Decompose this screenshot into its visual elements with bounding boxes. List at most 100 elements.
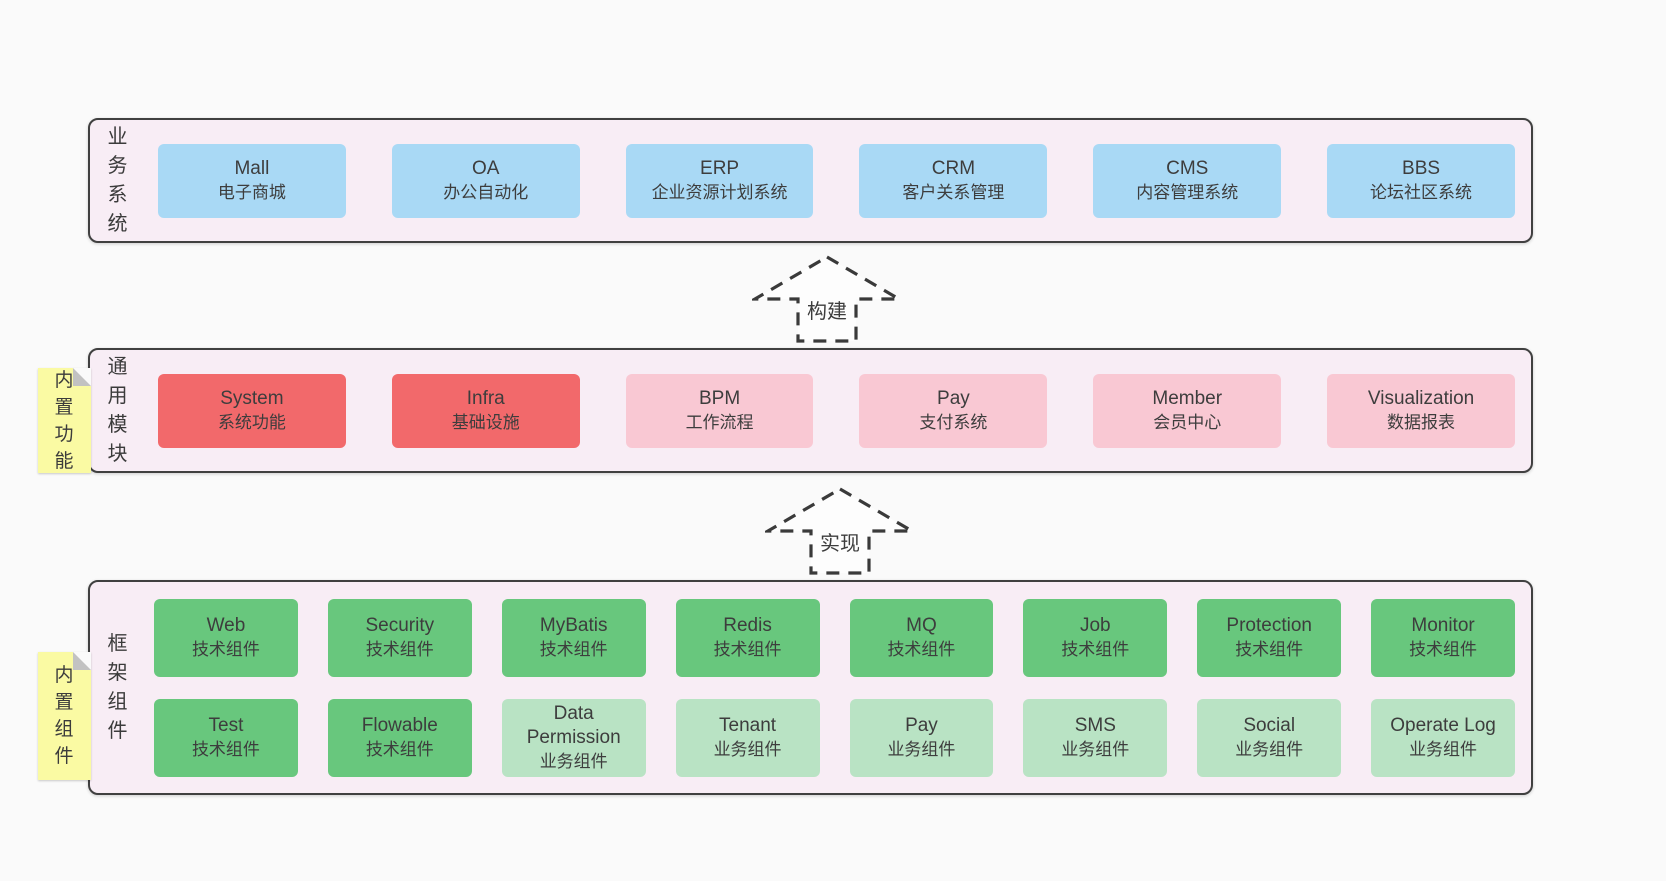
box-bbs-en: BBS <box>1402 158 1441 179</box>
box-oa-zh: 办公自动化 <box>443 183 529 202</box>
box-mall-zh: 电子商城 <box>217 183 286 202</box>
box-test-zh: 技术组件 <box>191 740 260 759</box>
box-erp-en: ERP <box>700 158 740 179</box>
box-protection-en: Protection <box>1226 615 1312 636</box>
box-monitor: Monitor 技术组件 <box>1371 598 1515 677</box>
box-web-en: Web <box>206 615 246 636</box>
box-oa: OA 办公自动化 <box>391 143 580 218</box>
box-security-en: Security <box>365 615 435 636</box>
box-erp-zh: 企业资源计划系统 <box>651 183 788 202</box>
box-cms-zh: 内容管理系统 <box>1136 183 1239 202</box>
box-pay-module-zh: 支付系统 <box>919 413 988 432</box>
box-redis-zh: 技术组件 <box>713 640 782 659</box>
box-test-en: Test <box>208 715 244 736</box>
box-job-en: Job <box>1079 615 1111 636</box>
box-pay-component-zh: 业务组件 <box>887 740 956 759</box>
sticky-tab-built-in-components-label: 内置组件 <box>54 665 75 767</box>
box-monitor-zh: 技术组件 <box>1409 640 1478 659</box>
box-web-zh: 技术组件 <box>191 640 260 659</box>
folded-corner-icon <box>73 652 91 670</box>
box-security-zh: 技术组件 <box>365 640 434 659</box>
box-pay-module-en: Pay <box>937 388 970 409</box>
box-bbs: BBS 论坛社区系统 <box>1327 143 1515 218</box>
box-visualization-zh: 数据报表 <box>1387 413 1456 432</box>
box-crm: CRM 客户关系管理 <box>859 143 1048 218</box>
box-cms-en: CMS <box>1166 158 1209 179</box>
box-operate-log: Operate Log 业务组件 <box>1371 698 1515 777</box>
box-job-zh: 技术组件 <box>1061 640 1130 659</box>
box-infra: Infra 基础设施 <box>391 373 580 448</box>
box-sms-zh: 业务组件 <box>1061 740 1130 759</box>
box-bbs-zh: 论坛社区系统 <box>1370 183 1473 202</box>
box-social: Social 业务组件 <box>1197 698 1342 777</box>
band-common-modules: 通用模块 System 系统功能 Infra 基础设施 BPM 工作流程 Pay… <box>88 348 1533 473</box>
box-data-permission: Data Permission 业务组件 <box>501 698 646 777</box>
box-crm-en: CRM <box>931 158 976 179</box>
box-mq-zh: 技术组件 <box>887 640 956 659</box>
box-mq: MQ 技术组件 <box>849 598 994 677</box>
box-operate-log-zh: 业务组件 <box>1409 740 1478 759</box>
folded-corner-icon <box>73 368 91 386</box>
box-tenant-zh: 业务组件 <box>713 740 782 759</box>
band-common-modules-label: 通用模块 <box>107 355 129 465</box>
sticky-tab-built-in-features-label: 内置功能 <box>54 369 75 472</box>
box-flowable-zh: 技术组件 <box>365 740 434 759</box>
box-system: System 系统功能 <box>158 373 346 448</box>
box-cms: CMS 内容管理系统 <box>1093 143 1282 218</box>
box-web: Web 技术组件 <box>154 598 298 677</box>
band-business-systems-label: 业务系统 <box>107 125 129 235</box>
box-erp: ERP 企业资源计划系统 <box>625 143 814 218</box>
box-member-zh: 会员中心 <box>1153 413 1222 432</box>
box-operate-log-en: Operate Log <box>1390 715 1496 736</box>
box-mq-en: MQ <box>906 615 937 636</box>
box-mall: Mall 电子商城 <box>158 143 346 218</box>
build-arrow-label: 构建 <box>807 300 847 323</box>
box-visualization: Visualization 数据报表 <box>1327 373 1515 448</box>
box-data-permission-zh: 业务组件 <box>539 752 608 771</box>
build-arrow-icon: 构建 <box>752 255 902 343</box>
box-pay-component-en: Pay <box>905 715 938 736</box>
box-social-zh: 业务组件 <box>1235 740 1304 759</box>
box-security: Security 技术组件 <box>327 598 472 677</box>
box-test: Test 技术组件 <box>154 698 298 777</box>
box-data-permission-en: Data Permission <box>526 703 621 748</box>
box-job: Job 技术组件 <box>1023 598 1168 677</box>
common-modules-boxes: System 系统功能 Infra 基础设施 BPM 工作流程 Pay 支付系统… <box>158 373 1515 448</box>
sticky-tab-built-in-features: 内置功能 <box>38 368 91 473</box>
framework-components-row-2: Test 技术组件 Flowable 技术组件 Data Permission … <box>154 698 1515 777</box>
box-visualization-en: Visualization <box>1367 388 1475 409</box>
box-bpm-zh: 工作流程 <box>685 413 754 432</box>
box-flowable: Flowable 技术组件 <box>327 698 472 777</box>
box-tenant: Tenant 业务组件 <box>675 698 820 777</box>
box-bpm: BPM 工作流程 <box>625 373 814 448</box>
band-business-systems: 业务系统 Mall 电子商城 OA 办公自动化 ERP 企业资源计划系统 CRM… <box>88 118 1533 243</box>
box-redis: Redis 技术组件 <box>675 598 820 677</box>
box-infra-zh: 基础设施 <box>451 413 520 432</box>
box-system-zh: 系统功能 <box>217 413 286 432</box>
box-mybatis-en: MyBatis <box>539 615 608 636</box>
box-protection: Protection 技术组件 <box>1197 598 1342 677</box>
box-tenant-en: Tenant <box>719 715 777 736</box>
box-member-en: Member <box>1152 388 1223 409</box>
implement-arrow-icon: 实现 <box>765 487 915 575</box>
box-monitor-en: Monitor <box>1411 615 1475 636</box>
box-bpm-en: BPM <box>698 388 741 409</box>
box-pay-component: Pay 业务组件 <box>849 698 994 777</box>
box-flowable-en: Flowable <box>361 715 438 736</box>
box-mybatis: MyBatis 技术组件 <box>501 598 646 677</box>
framework-components-row-1: Web 技术组件 Security 技术组件 MyBatis 技术组件 Redi… <box>154 598 1515 677</box>
box-mybatis-zh: 技术组件 <box>539 640 608 659</box>
box-oa-en: OA <box>472 158 500 179</box>
box-pay-module: Pay 支付系统 <box>859 373 1048 448</box>
box-sms-en: SMS <box>1074 715 1116 736</box>
box-social-en: Social <box>1243 715 1296 736</box>
box-sms: SMS 业务组件 <box>1023 698 1168 777</box>
implement-arrow-label: 实现 <box>820 532 860 555</box>
box-member: Member 会员中心 <box>1093 373 1282 448</box>
band-framework-components: 框架组件 Web 技术组件 Security 技术组件 MyBatis 技术组件… <box>88 580 1533 795</box>
box-mall-en: Mall <box>234 158 270 179</box>
box-redis-en: Redis <box>723 615 772 636</box>
sticky-tab-built-in-components: 内置组件 <box>38 652 91 780</box>
box-protection-zh: 技术组件 <box>1235 640 1304 659</box>
band-framework-components-label: 框架组件 <box>107 632 129 742</box>
